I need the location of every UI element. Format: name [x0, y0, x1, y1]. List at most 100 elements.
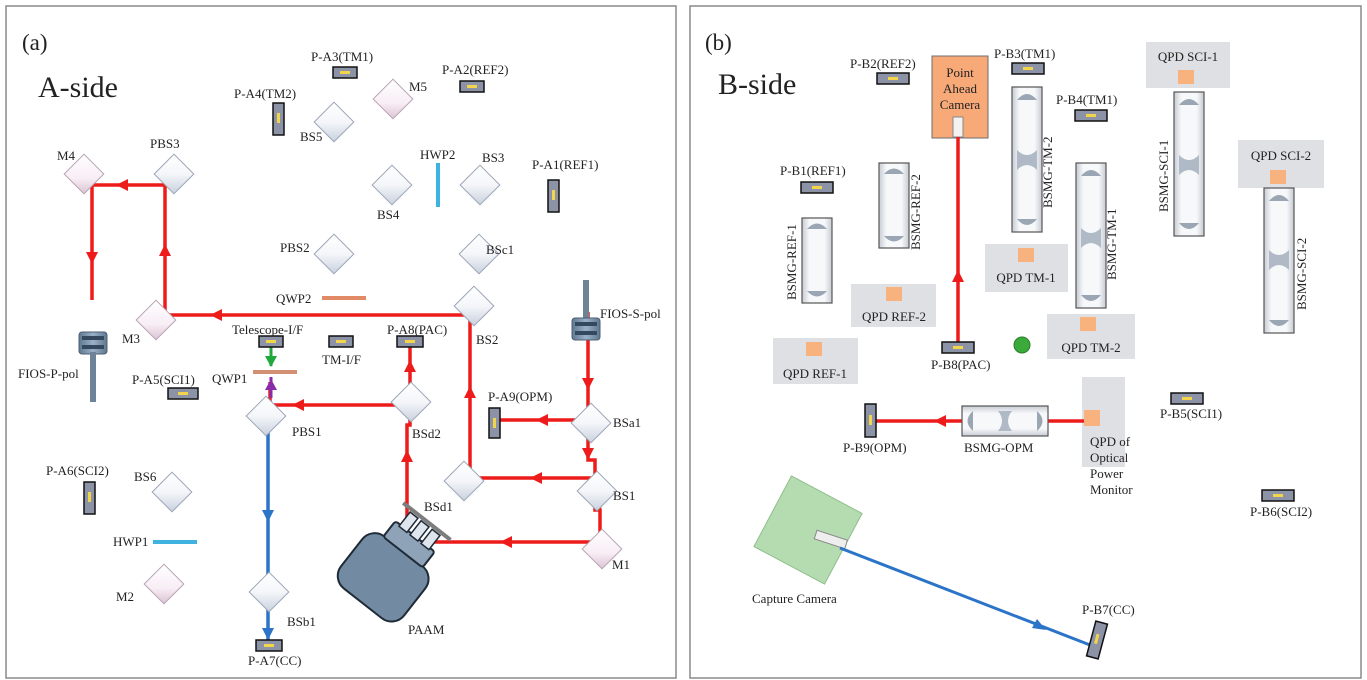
label-bsmg-tm-1: BSMG-TM-1 — [1104, 208, 1119, 280]
label-qpd-opm-line2: Optical — [1090, 450, 1129, 465]
photodiode-p-b6 — [1261, 489, 1295, 502]
photodiode-p-b4 — [1074, 109, 1108, 122]
splitter-pbs3 — [153, 153, 195, 195]
splitter-bsd1 — [443, 460, 485, 502]
capture-camera — [753, 475, 863, 585]
label-m1: M1 — [612, 557, 630, 572]
label-bs6: BS6 — [134, 469, 157, 484]
panel-a-title: A-side — [38, 71, 118, 104]
label-bsmg-sci-1: BSMG-SCI-1 — [1156, 140, 1171, 212]
label-bsb1: BSb1 — [287, 614, 316, 629]
mirror-m1 — [581, 528, 623, 570]
label-bsmg-ref-2: BSMG-REF-2 — [908, 174, 923, 250]
photodiode-p-b2 — [876, 72, 910, 85]
qpd-ref-1 — [773, 338, 858, 384]
splitter-bs2 — [453, 285, 495, 327]
point-ahead-camera: Point Ahead Camera — [931, 55, 989, 139]
photodiode-tm-if — [328, 335, 354, 348]
label-p-b1: P-B1(REF1) — [780, 163, 846, 178]
label-qpd-tm-2: QPD TM-2 — [1061, 340, 1120, 355]
photodiode-p-a9 — [488, 407, 501, 439]
pac-label-line1: Point — [946, 65, 974, 80]
label-m5: M5 — [409, 79, 427, 94]
panel-b-photodiodes — [800, 62, 1295, 660]
photodiode-p-a1 — [547, 179, 560, 213]
photodiode-p-a4 — [272, 102, 285, 136]
label-bsc1: BSc1 — [486, 242, 514, 257]
label-qpd-ref-2: QPD REF-2 — [862, 309, 926, 324]
mirror-m4 — [63, 153, 105, 195]
pac-label-line3: Camera — [940, 97, 981, 112]
panel-a-labels: P-A3(TM1) P-A2(REF2) P-A4(TM2) M5 BS5 HW… — [18, 49, 661, 668]
label-p-b3: P-B3(TM1) — [994, 46, 1055, 61]
label-m3: M3 — [122, 331, 140, 346]
photodiode-p-a6 — [83, 481, 96, 515]
photodiode-p-b9 — [864, 403, 877, 438]
label-p-a7: P-A7(CC) — [248, 653, 301, 668]
label-p-a1: P-A1(REF1) — [532, 157, 598, 172]
panel-a-purple-beam — [265, 377, 277, 398]
label-bsmg-tm-2: BSMG-TM-2 — [1040, 136, 1055, 208]
qpd-sci-1 — [1146, 42, 1230, 88]
photodiode-p-a8 — [396, 335, 424, 348]
bsmg-modules — [801, 86, 1295, 437]
label-m4: M4 — [57, 148, 76, 163]
photodiode-telescope-if — [258, 335, 284, 348]
splitter-bsb1 — [248, 571, 290, 613]
label-p-b4: P-B4(TM1) — [1056, 92, 1117, 107]
label-bsa1: BSa1 — [613, 415, 641, 430]
label-p-a2: P-A2(REF2) — [442, 62, 508, 77]
mirror-m3 — [135, 299, 177, 341]
bsmg-ref-2 — [878, 162, 910, 249]
label-qpd-sci-1: QPD SCI-1 — [1158, 49, 1218, 64]
label-fios-p-pol: FIOS-P-pol — [18, 366, 79, 381]
label-p-a5: P-A5(SCI1) — [132, 372, 195, 387]
panel-b-blue-beam — [839, 546, 1091, 647]
label-qpd-opm-line1: QPD of — [1090, 434, 1131, 449]
label-p-b2: P-B2(REF2) — [850, 56, 916, 71]
splitter-bsa1 — [570, 402, 612, 444]
bsmg-tm-2 — [1011, 86, 1043, 233]
label-p-a8: P-A8(PAC) — [387, 322, 447, 337]
label-p-b5: P-B5(SCI1) — [1160, 406, 1222, 421]
label-bsmg-opm: BSMG-OPM — [964, 440, 1034, 455]
panel-a-red-arrows — [86, 179, 606, 548]
photodiode-p-b3 — [1011, 62, 1045, 75]
waveplate-hwp1 — [153, 540, 197, 544]
fios-s-pol-injector — [571, 280, 601, 341]
splitter-bs5 — [313, 101, 355, 143]
label-tm-if: TM-I/F — [322, 352, 361, 367]
label-p-a6: P-A6(SCI2) — [46, 463, 109, 478]
label-fios-s-pol: FIOS-S-pol — [600, 306, 661, 321]
label-hwp1: HWP1 — [113, 534, 148, 549]
label-p-b9: P-B9(OPM) — [843, 440, 907, 455]
label-m2: M2 — [116, 589, 134, 604]
qpd-tm-2 — [1047, 314, 1135, 359]
panel-a-optics — [63, 66, 623, 652]
label-hwp2: HWP2 — [420, 147, 455, 162]
qpd-ref-2 — [851, 284, 936, 327]
label-qwp1: QWP1 — [212, 371, 247, 386]
qpd-optical-power-monitor — [1082, 377, 1125, 467]
label-bs2: BS2 — [476, 332, 498, 347]
label-bs4: BS4 — [377, 207, 400, 222]
label-p-a4: P-A4(TM2) — [234, 86, 296, 101]
label-p-b6: P-B6(SCI2) — [1250, 504, 1312, 519]
bsmg-ref-1 — [801, 217, 833, 304]
label-qpd-ref-1: QPD REF-1 — [783, 366, 847, 381]
splitter-bs1 — [576, 470, 618, 512]
panel-b-title: B-side — [718, 68, 796, 101]
splitter-pbs2 — [313, 233, 355, 275]
panel-b-letter: (b) — [705, 30, 732, 55]
splitter-pbs1 — [245, 395, 287, 437]
mirror-m2 — [143, 563, 185, 605]
splitter-bsc1 — [458, 233, 500, 275]
photodiode-p-b5 — [1170, 392, 1204, 405]
label-pbs1: PBS1 — [292, 424, 322, 439]
bsmg-sci-1 — [1173, 91, 1205, 237]
mirror-m5 — [372, 78, 414, 120]
label-bsd1: BSd1 — [424, 499, 453, 514]
bsmg-opm — [961, 405, 1049, 437]
label-bs3: BS3 — [482, 150, 504, 165]
splitter-bs3 — [459, 164, 501, 206]
